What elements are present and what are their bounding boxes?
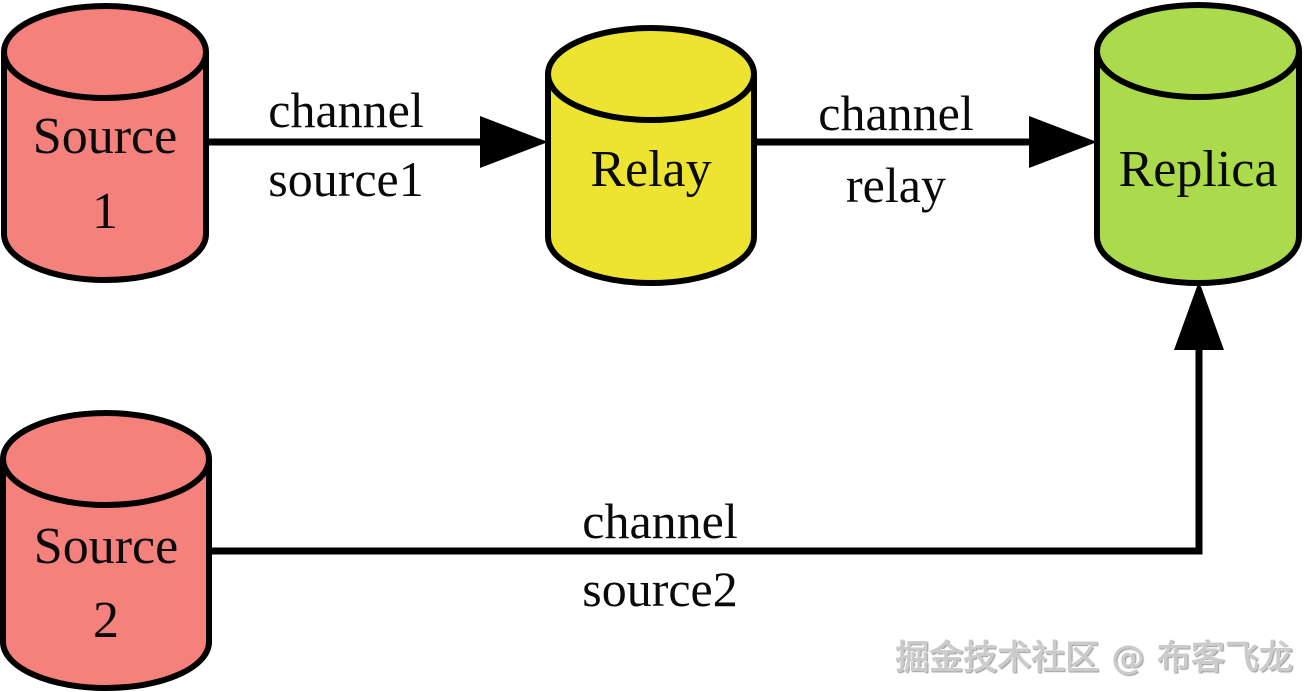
cylinder-top — [545, 25, 757, 123]
node-label: Replica — [1119, 141, 1278, 198]
node-label-line1: Source — [34, 518, 178, 575]
cylinder-body — [0, 459, 212, 691]
watermark-text: 掘金技术社区 @ 布客飞龙 — [895, 638, 1293, 678]
cylinder-top — [1, 3, 209, 101]
edge-source2-to-replica: channel source2 — [210, 281, 1224, 617]
node-source1: Source 1 — [0, 3, 209, 283]
edge-line — [210, 343, 1203, 555]
node-source2: Source 2 — [0, 410, 212, 691]
node-label: Relay — [590, 141, 711, 198]
node-relay: Relay — [545, 25, 757, 286]
cylinder-top — [1094, 2, 1302, 100]
node-label-line1: Source — [33, 108, 177, 165]
edge-label-bottom: relay — [846, 157, 946, 213]
node-label-line2: 2 — [93, 592, 119, 649]
node-replica: Replica — [1094, 2, 1302, 286]
edge-label-bottom: source2 — [582, 561, 738, 617]
edge-label-top: channel — [582, 493, 737, 549]
edge-relay-to-replica: channel relay — [755, 85, 1097, 213]
edge-source1-to-relay: channel source1 — [207, 82, 548, 207]
cylinder-body — [1094, 51, 1302, 286]
cylinder-body — [0, 52, 209, 283]
edge-label-top: channel — [818, 85, 973, 141]
arrowhead-icon — [480, 116, 548, 168]
arrowhead-icon — [1174, 281, 1224, 350]
cylinder-top — [0, 410, 212, 508]
node-label-line2: 1 — [92, 183, 118, 240]
edge-label-bottom: source1 — [268, 151, 424, 207]
arrowhead-icon — [1029, 116, 1097, 168]
edge-label-top: channel — [268, 82, 423, 138]
cylinder-body — [545, 74, 757, 286]
